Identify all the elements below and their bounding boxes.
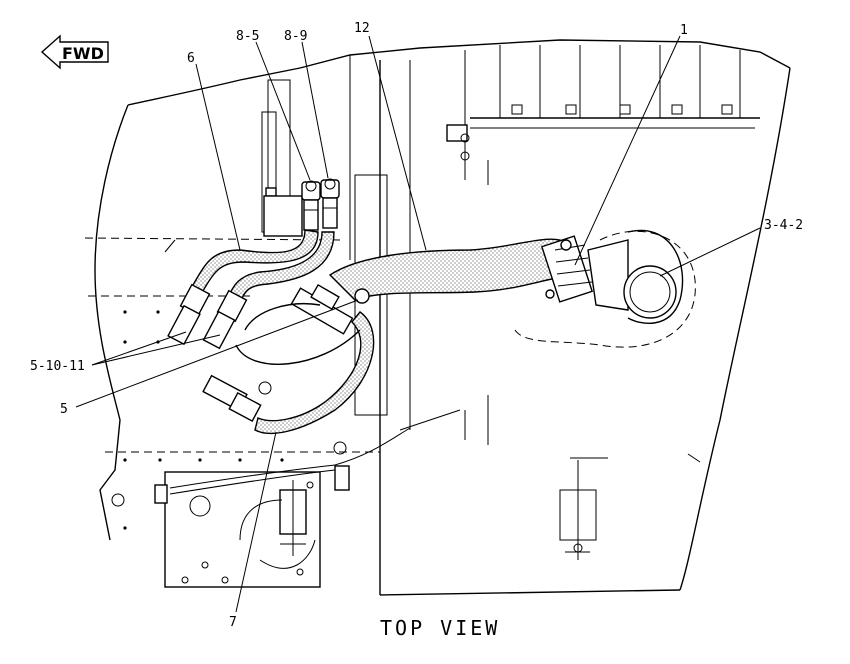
leader-6 bbox=[195, 63, 241, 251]
callout-8-9: 8-9 bbox=[284, 29, 307, 44]
leader-3-4-2 bbox=[659, 227, 761, 277]
elbow-3-4-2 bbox=[514, 229, 696, 348]
right-side-hardware bbox=[399, 160, 701, 560]
leader-1 bbox=[574, 35, 681, 266]
upper-bracket bbox=[446, 45, 760, 180]
leader-5-10-11-b bbox=[91, 334, 221, 366]
leader-5 bbox=[75, 299, 359, 408]
leader-lines bbox=[75, 35, 761, 613]
leader-8-5 bbox=[255, 41, 311, 181]
leader-12 bbox=[368, 35, 427, 251]
hose-7 bbox=[254, 311, 375, 435]
leader-7 bbox=[235, 431, 277, 613]
lower-left-connectors bbox=[167, 283, 248, 350]
left-bracket bbox=[261, 79, 303, 237]
callout-12: 12 bbox=[354, 21, 370, 36]
callout-3-4-2: 3-4-2 bbox=[764, 218, 803, 233]
view-title: TOP VIEW bbox=[380, 616, 500, 640]
forward-direction-arrow: FWD bbox=[40, 34, 109, 70]
callout-1: 1 bbox=[680, 23, 688, 38]
callout-5: 5 bbox=[60, 402, 68, 417]
machine-frame bbox=[84, 39, 791, 596]
fwd-label: FWD bbox=[62, 44, 104, 63]
callout-7: 7 bbox=[229, 615, 237, 630]
callout-8-5: 8-5 bbox=[236, 29, 259, 44]
clamp-1 bbox=[540, 235, 594, 303]
callout-5-10-11: 5-10-11 bbox=[30, 359, 85, 374]
callout-6: 6 bbox=[187, 51, 195, 66]
callout-labels: 6 8-5 8-9 12 1 3-4-2 5-10-11 5 7 bbox=[30, 21, 803, 630]
hose-6 bbox=[189, 229, 335, 305]
leader-5-10-11-a bbox=[91, 331, 187, 366]
clamp-fittings-5 bbox=[235, 283, 370, 365]
lower-mount-plate bbox=[111, 381, 411, 588]
hose-7-end-fitting bbox=[202, 374, 262, 422]
rivet-dots bbox=[123, 310, 284, 530]
leader-8-9 bbox=[301, 41, 329, 179]
hose-fittings bbox=[301, 178, 340, 231]
